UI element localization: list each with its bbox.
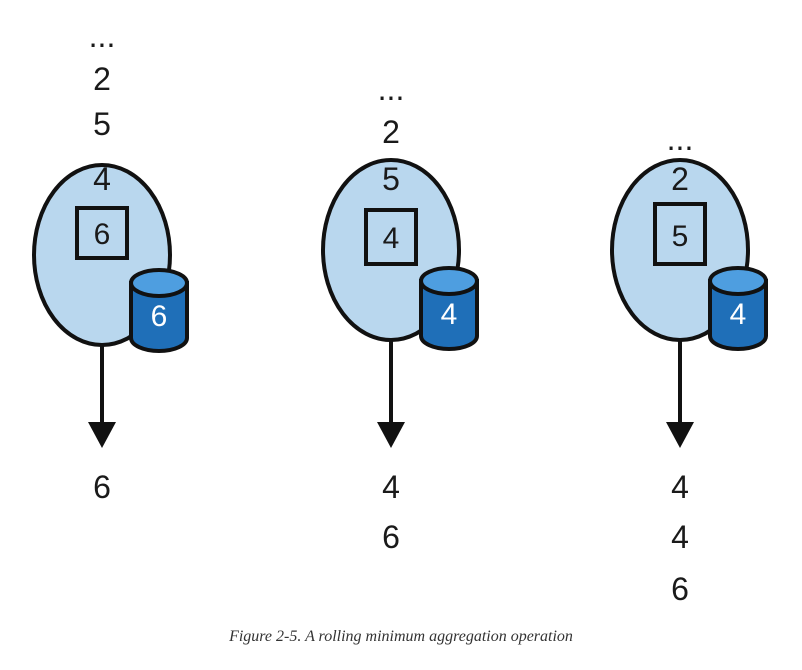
output-stream-item: 6 — [671, 571, 689, 607]
current-value: 5 — [672, 220, 689, 253]
input-stream-item: 4 — [93, 161, 111, 197]
rolling-minimum-diagram: ... 2 5 4 6 6 6 ... 2 5 4 4 4 6 — [32, 18, 768, 607]
arrow-head — [666, 422, 694, 448]
current-value: 4 — [383, 222, 400, 255]
output-stream-item: 4 — [671, 469, 689, 505]
current-value-box — [75, 206, 129, 260]
arrow-head — [377, 422, 405, 448]
input-stream-item: ... — [378, 71, 405, 107]
state-store-icon — [129, 268, 189, 353]
figure-caption: Figure 2-5. A rolling minimum aggregatio… — [229, 628, 573, 645]
input-stream-item: 5 — [93, 106, 111, 142]
state-store-value: 6 — [151, 300, 168, 333]
output-stream-item: 4 — [382, 469, 400, 505]
state-store-icon — [708, 266, 768, 351]
current-value: 6 — [94, 218, 111, 251]
stage-1: ... 2 5 4 6 6 6 — [32, 18, 189, 505]
stage-3: ... 2 5 4 4 4 6 — [610, 121, 768, 607]
current-value-box — [653, 202, 707, 266]
output-stream-item: 6 — [93, 469, 111, 505]
stage-2: ... 2 5 4 4 4 6 — [321, 71, 479, 555]
input-stream-item: 2 — [671, 161, 689, 197]
output-stream-item: 6 — [382, 519, 400, 555]
state-store-icon — [419, 266, 479, 351]
input-stream-item: ... — [89, 18, 116, 54]
input-stream-item: 2 — [382, 114, 400, 150]
state-store-value: 4 — [730, 298, 747, 331]
current-value-box — [364, 208, 418, 266]
input-stream-item: 2 — [93, 61, 111, 97]
output-stream-item: 4 — [671, 519, 689, 555]
input-stream-item: 5 — [382, 161, 400, 197]
input-stream-item: ... — [667, 121, 694, 157]
state-store-value: 4 — [441, 298, 458, 331]
arrow-head — [88, 422, 116, 448]
